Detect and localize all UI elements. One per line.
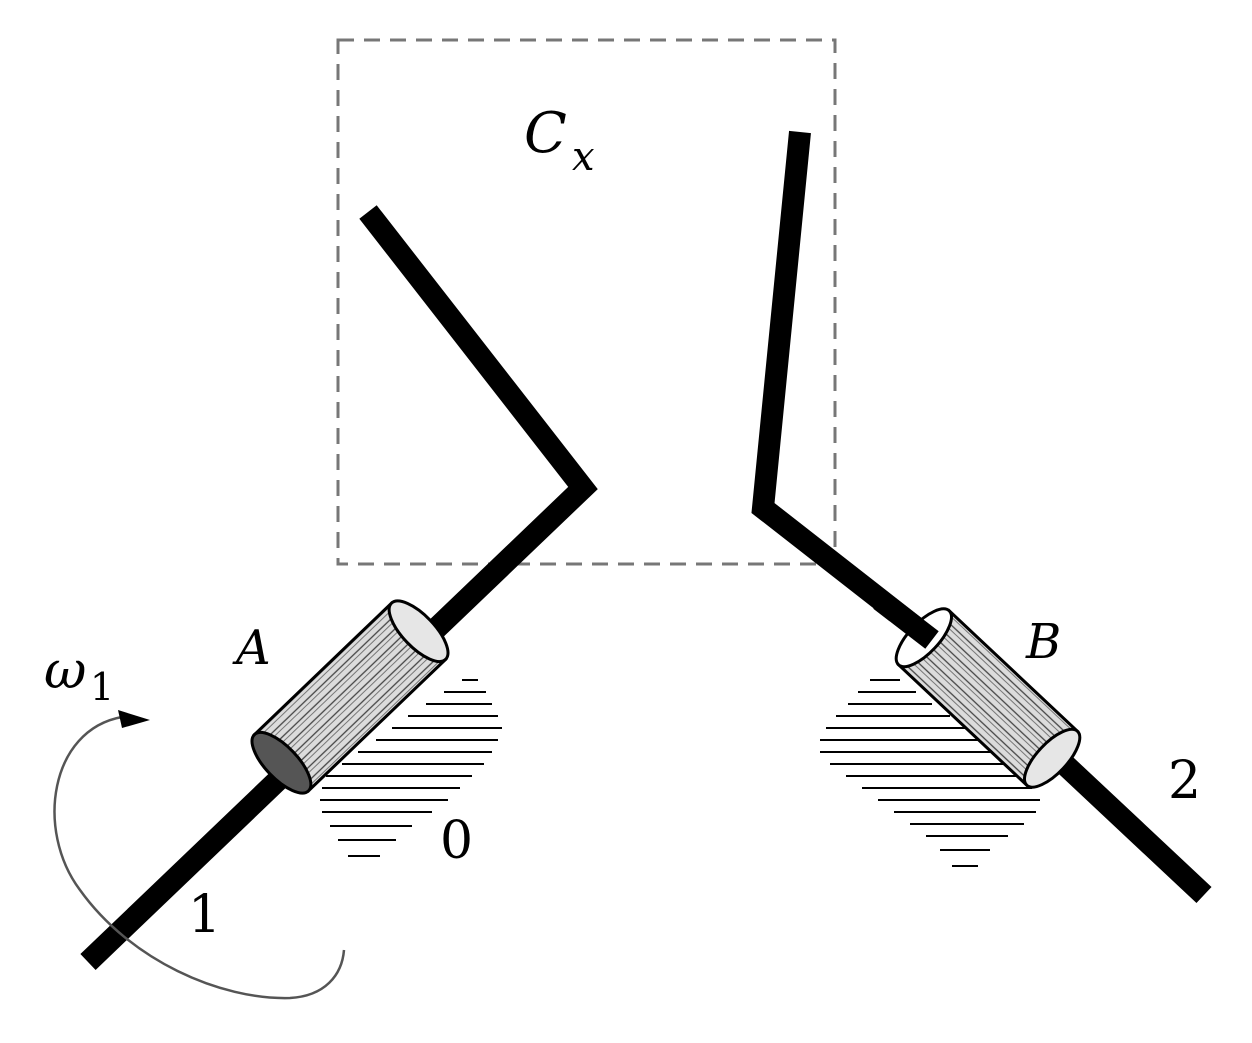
label-a: A	[232, 620, 271, 676]
label-omega: ω	[44, 641, 86, 701]
rotation-arrow	[53, 715, 346, 1000]
label-b: B	[1025, 614, 1061, 670]
shaft-1	[80, 205, 598, 970]
label-shaft-2: 2	[1168, 751, 1201, 811]
shaft-2	[751, 130, 1212, 904]
rotation-arrowhead	[118, 710, 150, 728]
bearing-a	[250, 599, 450, 795]
ground-hatch-b	[820, 679, 1040, 867]
shaft-2-entry	[873, 591, 939, 649]
label-cx-subscript: x	[572, 134, 595, 180]
label-shaft-1: 1	[188, 885, 221, 945]
label-omega-subscript: 1	[90, 665, 114, 709]
label-cx: C	[524, 101, 567, 166]
dashed-box-cx	[336, 38, 837, 566]
label-ground-0: 0	[440, 811, 473, 871]
ground-hatch-a	[320, 679, 502, 857]
